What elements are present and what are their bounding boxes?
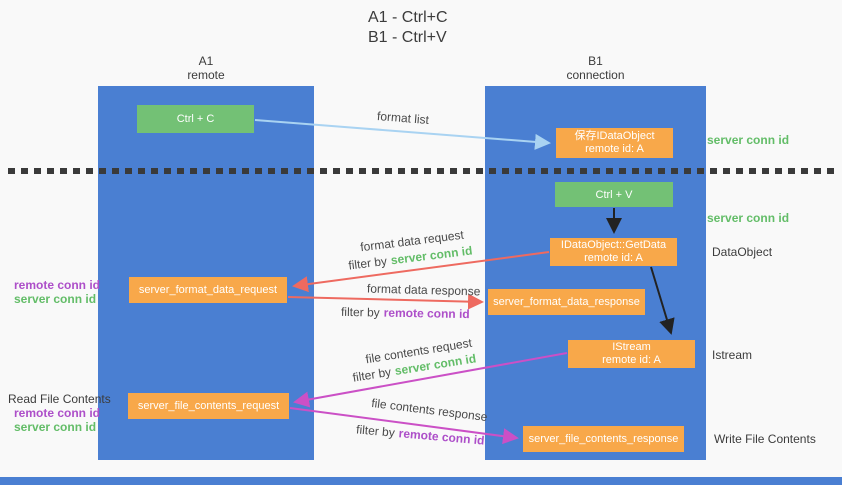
node-istream-line1: IStream [612, 341, 651, 353]
node-server-file-contents-response: server_file_contents_response [523, 426, 684, 452]
node-istream-line2: remote id: A [602, 354, 661, 366]
annotation-dataobject: DataObject [712, 245, 773, 259]
node-server-format-data-request: server_format_data_request [129, 277, 287, 303]
filter-by-text: filter by [340, 304, 380, 320]
node-ctrl-c: Ctrl + C [137, 105, 254, 133]
filter-by-text: filter by [355, 422, 396, 440]
lifeline-a1-name: A1 [198, 54, 214, 68]
annotation-istream: Istream [712, 348, 753, 362]
annotation-format-remote-conn-id: remote conn id [14, 278, 101, 292]
edge-label-format-list: format list [376, 108, 430, 128]
filter-by-text: filter by [347, 253, 388, 273]
annotation-server-conn-id-mid: server conn id [707, 211, 790, 225]
annotation-read-file-contents: Read File Contents [8, 392, 111, 406]
node-getdata-line1: IDataObject::GetData [560, 239, 667, 251]
node-save-dataobject-line1: 保存IDataObject [574, 130, 655, 142]
phase-separator-dotted-line [8, 168, 836, 174]
node-save-dataobject-line2: remote id: A [585, 143, 644, 155]
lifeline-header-a1: A1 remote [98, 54, 314, 82]
annotation-file-server-conn-id: server conn id [14, 420, 97, 434]
filter-key-remote-conn-id: remote conn id [383, 305, 470, 322]
lifeline-b1-name: B1 [588, 54, 603, 68]
annotation-file-conn-ids: remote conn id server conn id [14, 406, 101, 434]
node-format-request-label: server_format_data_request [138, 284, 278, 296]
annotation-server-conn-id-top: server conn id [707, 133, 790, 147]
node-istream: IStream remote id: A [568, 340, 695, 368]
diagram-title: A1 - Ctrl+C B1 - Ctrl+V [368, 8, 448, 48]
node-file-request-label: server_file_contents_request [137, 400, 280, 412]
title-line-ctrl-c: A1 - Ctrl+C [368, 9, 448, 26]
node-idataobject-getdata: IDataObject::GetData remote id: A [550, 238, 677, 266]
annotation-format-conn-ids: remote conn id server conn id [14, 278, 101, 306]
bottom-blue-strip [0, 477, 842, 485]
lifeline-a1-role: remote [187, 68, 225, 82]
annotation-write-file-contents: Write File Contents [714, 432, 816, 446]
node-getdata-line2: remote id: A [584, 252, 643, 264]
node-ctrl-c-label: Ctrl + C [176, 113, 215, 125]
node-server-file-contents-request: server_file_contents_request [128, 393, 289, 419]
node-file-response-label: server_file_contents_response [528, 433, 679, 445]
node-format-response-label: server_format_data_response [493, 296, 640, 308]
node-ctrl-v-label: Ctrl + V [595, 188, 633, 201]
node-save-dataobject: 保存IDataObject remote id: A [556, 128, 673, 158]
edge-label-file-contents-response: file contents response [370, 395, 489, 425]
lifeline-header-b1: B1 connection [485, 54, 706, 82]
edge-label-format-data-response: format data response [366, 281, 481, 299]
annotation-format-server-conn-id: server conn id [14, 292, 97, 306]
lifeline-b1-role: connection [566, 68, 625, 82]
node-ctrl-v: Ctrl + V [555, 182, 673, 207]
filter-key-remote-conn-id: remote conn id [398, 426, 486, 448]
node-server-format-data-response: server_format_data_response [488, 289, 645, 315]
filter-by-text: filter by [351, 364, 393, 385]
annotation-file-remote-conn-id: remote conn id [14, 406, 101, 420]
title-line-ctrl-v: B1 - Ctrl+V [368, 29, 447, 46]
